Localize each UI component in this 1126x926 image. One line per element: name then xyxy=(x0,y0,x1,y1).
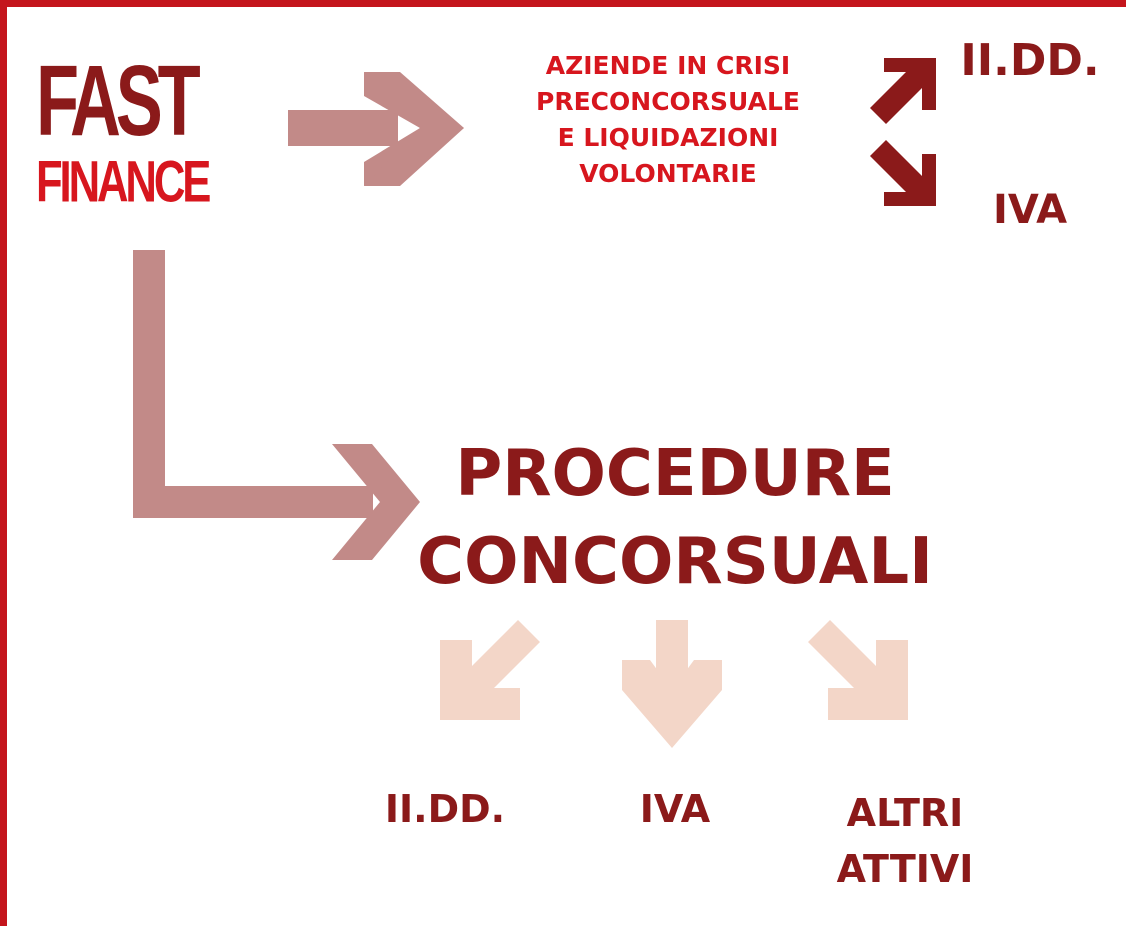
crisis-line-4: VOLONTARIE xyxy=(579,159,757,188)
logo-fast-text: FAST xyxy=(36,45,201,157)
fast-finance-logo: FAST FINANCE xyxy=(36,45,268,214)
crisis-line-3: E LIQUIDAZIONI xyxy=(557,123,779,152)
crisis-label: AZIENDE IN CRISI PRECONCORSUALE E LIQUID… xyxy=(488,48,848,192)
down-right-arrow-icon xyxy=(870,140,936,206)
down-left-arrow-icon xyxy=(440,620,540,720)
frame-left-border xyxy=(0,0,7,926)
bottom-iva-label: IVA xyxy=(639,787,711,831)
procedure-label: PROCEDURE CONCORSUALI xyxy=(410,430,940,606)
procedure-line-2: CONCORSUALI xyxy=(417,525,933,599)
crisis-line-2: PRECONCORSUALE xyxy=(536,87,800,116)
top-iidd-label: II.DD. xyxy=(960,35,1100,86)
down-arrow-icon xyxy=(622,620,722,748)
attivi-line: ATTIVI xyxy=(836,847,974,891)
up-right-arrow-icon xyxy=(870,58,936,124)
top-iva-label: IVA xyxy=(992,187,1068,233)
altri-line: ALTRI xyxy=(846,791,964,835)
right-arrow-icon xyxy=(288,72,464,186)
frame-top-border xyxy=(0,0,1126,7)
elbow-down-right-arrow-icon xyxy=(133,250,420,560)
bottom-altri-attivi-label: ALTRI ATTIVI xyxy=(815,785,995,897)
logo-finance-text: FINANCE xyxy=(36,147,211,214)
bottom-iidd-label: II.DD. xyxy=(384,787,506,831)
down-right-arrow-icon xyxy=(808,620,908,720)
procedure-line-1: PROCEDURE xyxy=(455,437,895,511)
crisis-line-1: AZIENDE IN CRISI xyxy=(545,51,791,80)
